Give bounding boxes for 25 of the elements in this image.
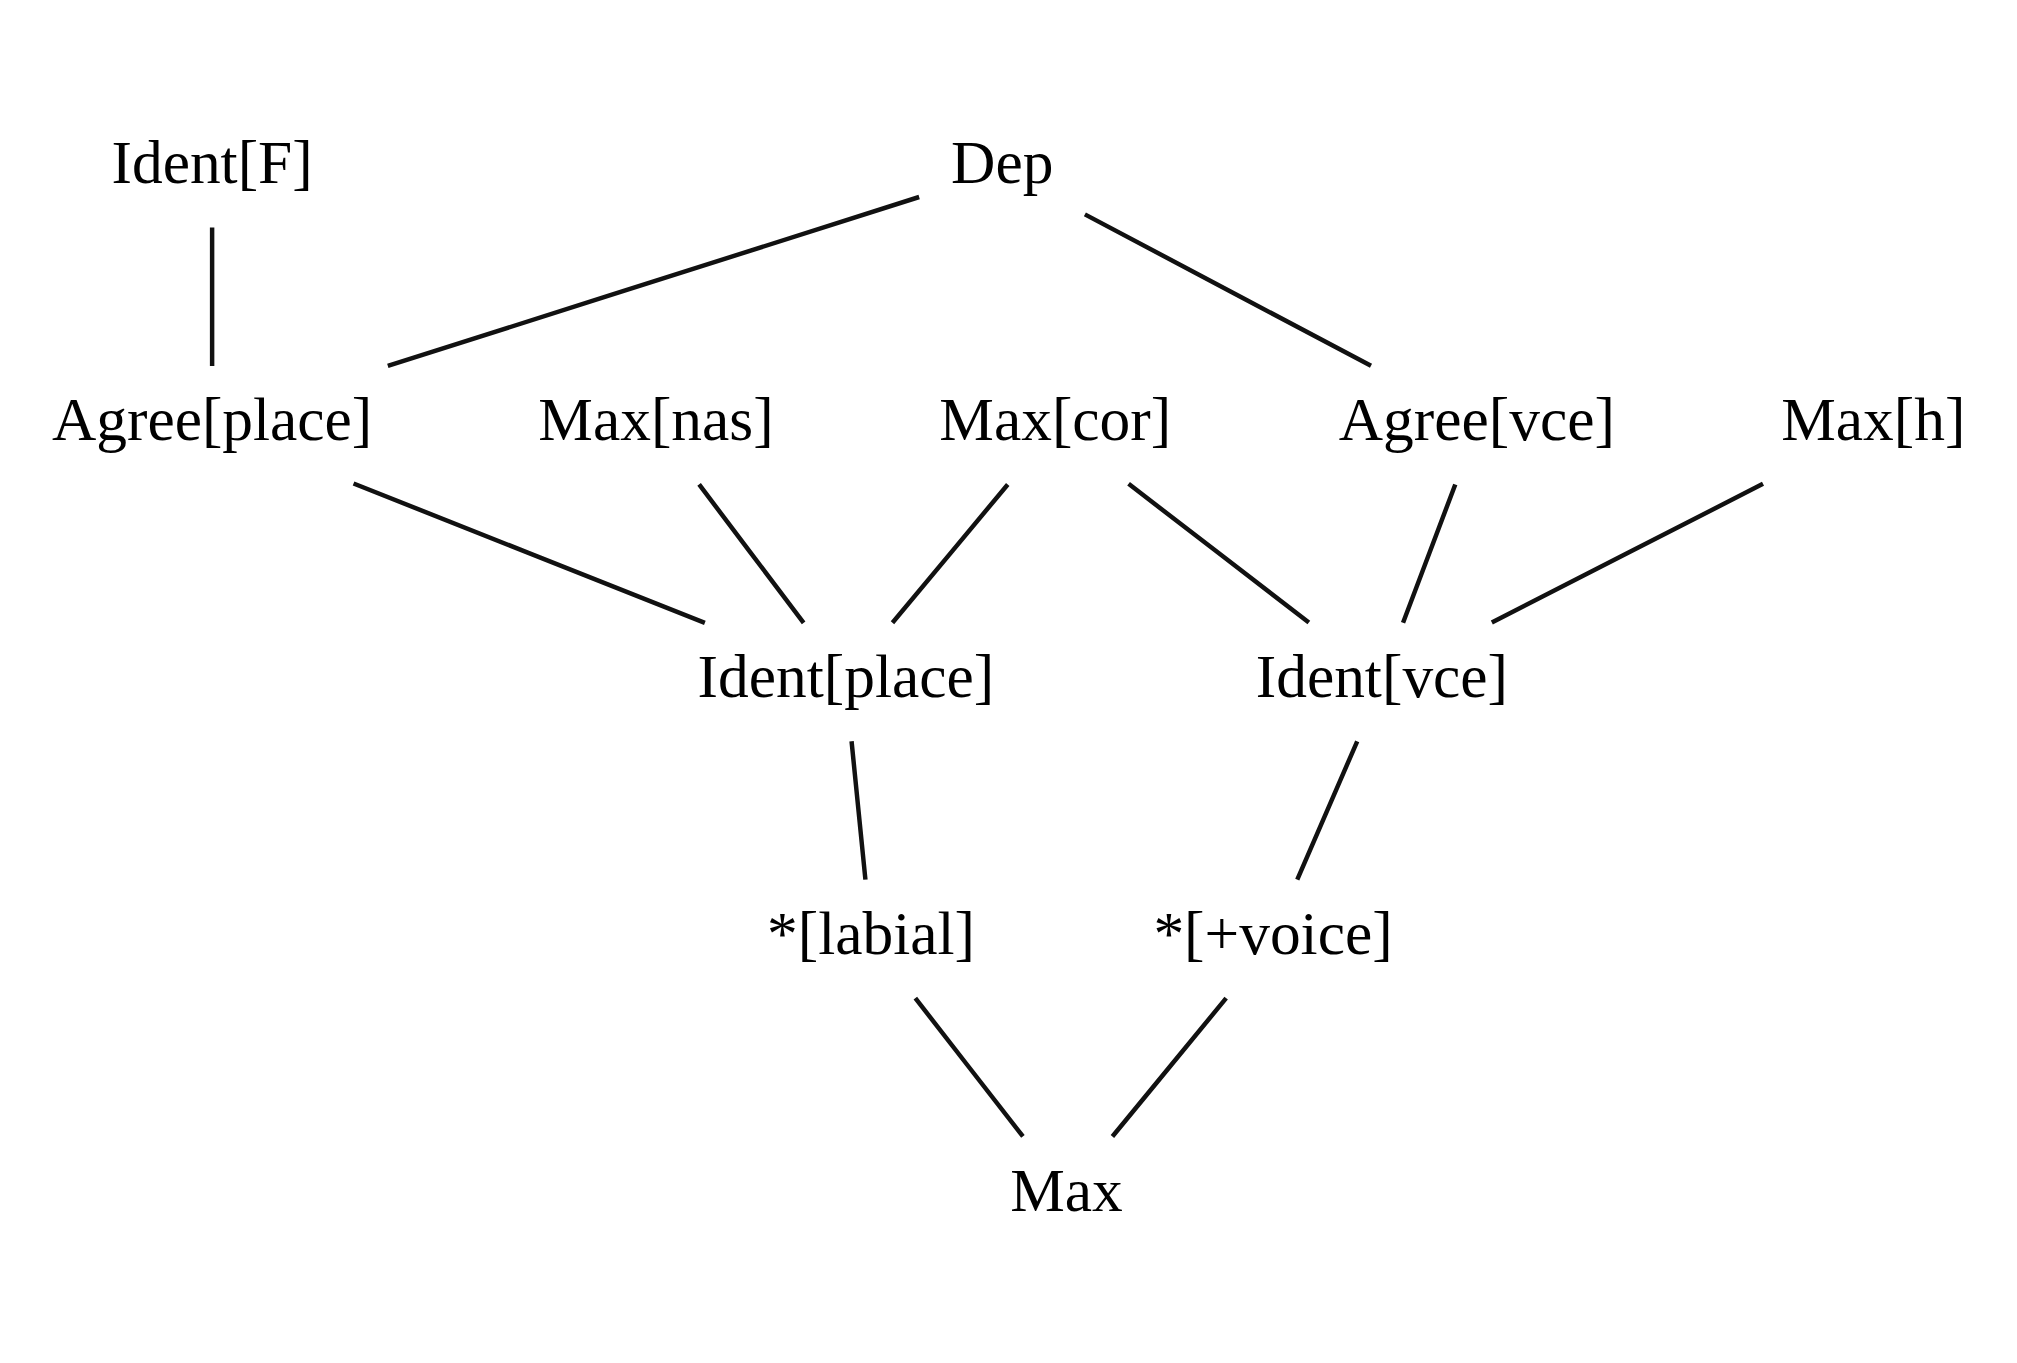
node-text: Agree[place] bbox=[51, 385, 373, 454]
node-text: Ident[vce] bbox=[1255, 642, 1509, 711]
connector bbox=[1295, 740, 1360, 881]
connector bbox=[352, 481, 706, 625]
connector bbox=[890, 483, 1010, 625]
connector bbox=[1127, 482, 1311, 625]
node-text: Max[cor] bbox=[939, 385, 1172, 454]
node-text: Dep bbox=[951, 128, 1054, 197]
connector bbox=[697, 483, 806, 625]
connector bbox=[1400, 483, 1458, 624]
connector bbox=[209, 227, 215, 366]
connector bbox=[387, 194, 920, 369]
node-text: Ident[F] bbox=[111, 128, 313, 197]
node-text: *[labial] bbox=[767, 898, 975, 967]
node-text: Max[h] bbox=[1781, 385, 1966, 454]
connector bbox=[1490, 481, 1764, 625]
node-text: Max[nas] bbox=[538, 385, 774, 454]
node-text: Max bbox=[1010, 1155, 1123, 1224]
node-text: *[+voice] bbox=[1153, 898, 1393, 967]
node-text: Ident[place] bbox=[697, 642, 995, 711]
connector bbox=[1110, 996, 1228, 1138]
connector bbox=[913, 996, 1025, 1138]
connector bbox=[1083, 212, 1373, 368]
node-text: Agree[vce] bbox=[1338, 385, 1615, 454]
connector bbox=[849, 741, 868, 880]
